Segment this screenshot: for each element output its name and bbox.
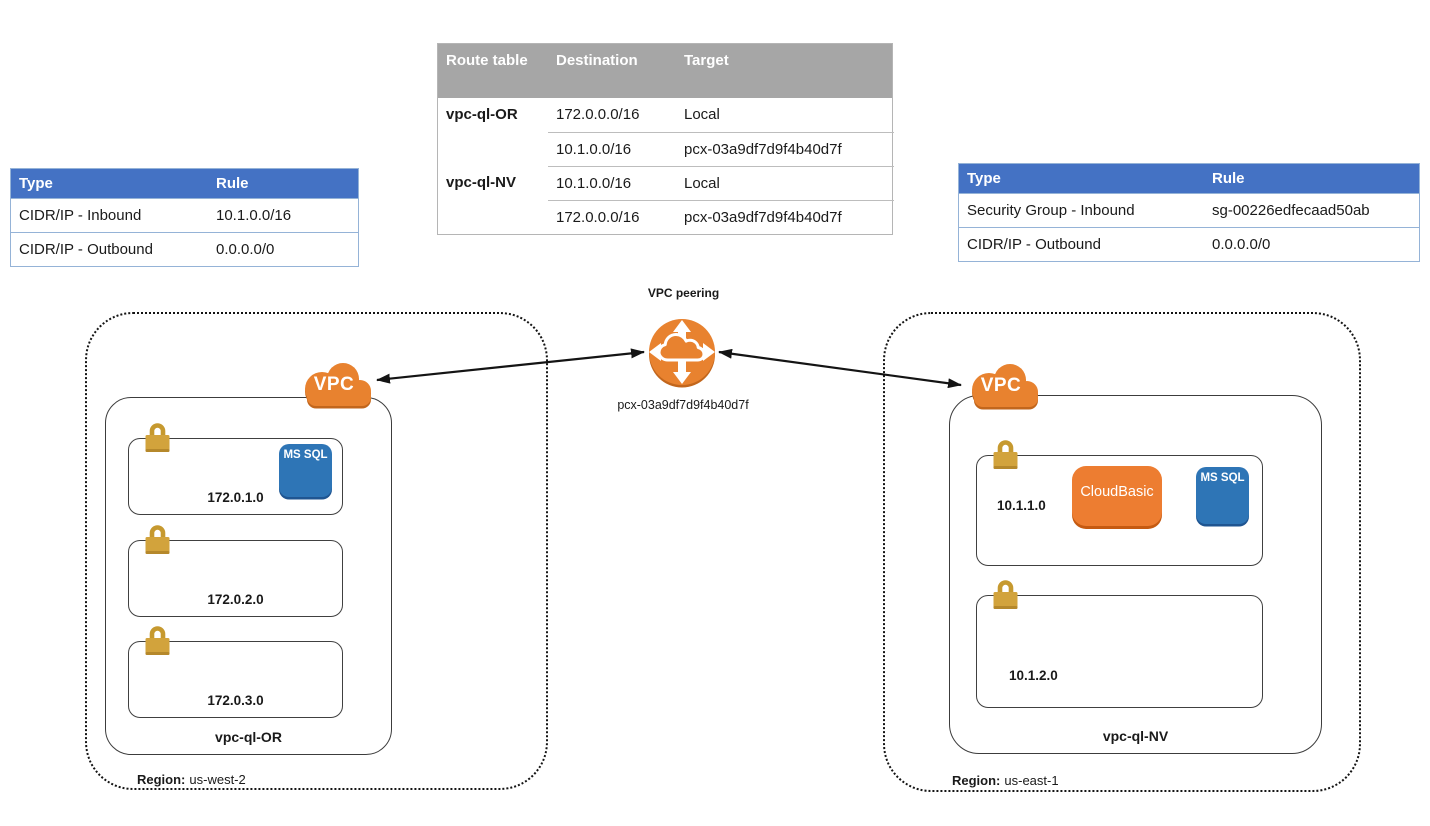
subnet-cidr-label: 172.0.3.0 — [207, 693, 264, 708]
vpc-name-label: vpc-ql-NV — [1102, 728, 1169, 744]
region-label: Region:us-east-1 — [952, 773, 1059, 788]
rule-value: sg-00226edfecaad50ab — [1212, 202, 1370, 219]
vpc-box-nv: 10.1.1.0 CloudBasic MS SQL 10.1.2.0 — [949, 395, 1322, 754]
service-label: MS SQL — [1200, 472, 1245, 484]
vpc-peering-icon — [646, 317, 718, 389]
header-rule: Rule — [216, 175, 249, 192]
mssql-icon: MS SQL — [279, 444, 332, 497]
security-rules-table-left: Type Rule CIDR/IP - Inbound 10.1.0.0/16 … — [10, 168, 359, 267]
vpc-cloud-label: VPC — [313, 374, 355, 395]
region-us-west-2: 172.0.1.0 MS SQL 172.0.2.0 — [85, 312, 548, 790]
route-table-header-route: Route table — [446, 52, 528, 69]
subnet-cidr-label: 10.1.2.0 — [1009, 668, 1058, 683]
route-table-header: Route table Destination Target — [438, 44, 892, 98]
route-table: Route table Destination Target vpc-ql-OR… — [437, 43, 894, 235]
lock-icon — [144, 421, 171, 455]
mssql-icon: MS SQL — [1196, 467, 1249, 524]
route-target: Local — [676, 166, 894, 200]
header-rule: Rule — [1212, 170, 1245, 187]
table-row: CIDR/IP - Outbound 0.0.0.0/0 — [11, 232, 358, 266]
rule-type: CIDR/IP - Outbound — [967, 236, 1101, 253]
header-type: Type — [19, 175, 53, 192]
route-table-header-target: Target — [684, 52, 729, 69]
table-row: CIDR/IP - Inbound 10.1.0.0/16 — [11, 198, 358, 232]
subnet-cidr-label: 172.0.2.0 — [207, 592, 264, 607]
route-destination: 172.0.0.0/16 — [548, 200, 676, 234]
lock-icon — [144, 523, 171, 557]
vpc-peering-title: VPC peering — [647, 286, 720, 300]
subnet-10-1-2-0: 10.1.2.0 — [976, 580, 1263, 708]
subnet-10-1-1-0: 10.1.1.0 CloudBasic MS SQL — [976, 440, 1263, 566]
subnet-cidr-label: 172.0.1.0 — [207, 490, 264, 505]
cloudbasic-icon: CloudBasic — [1072, 466, 1162, 526]
region-label-value: us-east-1 — [1004, 773, 1059, 788]
service-label: CloudBasic — [1080, 484, 1154, 500]
region-label-value: us-west-2 — [189, 772, 246, 787]
vpc-box-or: 172.0.1.0 MS SQL 172.0.2.0 — [105, 397, 392, 755]
subnet-172-0-2-0: 172.0.2.0 — [128, 525, 343, 617]
rule-value: 0.0.0.0/0 — [1212, 236, 1271, 253]
lock-icon — [992, 578, 1019, 612]
table-header: Type Rule — [959, 164, 1419, 193]
region-label: Region:us-west-2 — [137, 772, 246, 787]
lock-icon — [992, 438, 1019, 472]
route-target: Local — [684, 106, 720, 123]
subnet-172-0-3-0: 172.0.3.0 — [128, 626, 343, 718]
route-table-header-destination: Destination — [556, 52, 638, 69]
rule-value: 0.0.0.0/0 — [216, 241, 275, 258]
rule-type: CIDR/IP - Outbound — [19, 241, 153, 258]
route-table-body: vpc-ql-OR 172.0.0.0/16 Local 10.1.0.0/16… — [438, 98, 894, 234]
route-destination: 10.1.0.0/16 — [548, 132, 676, 166]
route-target: pcx-03a9df7d9f4b40d7f — [676, 200, 894, 234]
table-row: CIDR/IP - Outbound 0.0.0.0/0 — [959, 227, 1419, 261]
route-target: pcx-03a9df7d9f4b40d7f — [676, 132, 894, 166]
subnet-cidr-label: 10.1.1.0 — [997, 498, 1046, 513]
route-table-group-name: vpc-ql-NV — [446, 174, 517, 191]
rule-type: CIDR/IP - Inbound — [19, 207, 142, 224]
region-us-east-1: 10.1.1.0 CloudBasic MS SQL 10.1.2.0 — [883, 312, 1361, 792]
route-destination: 172.0.0.0/16 — [556, 106, 640, 123]
rule-value: 10.1.0.0/16 — [216, 207, 292, 224]
route-table-group-name: vpc-ql-OR — [446, 106, 518, 123]
rule-type: Security Group - Inbound — [967, 202, 1135, 219]
table-header: Type Rule — [11, 169, 358, 198]
security-rules-table-right: Type Rule Security Group - Inbound sg-00… — [958, 163, 1420, 262]
vpc-cloud-label: VPC — [980, 375, 1022, 396]
route-destination: 10.1.0.0/16 — [548, 166, 676, 200]
header-type: Type — [967, 170, 1001, 187]
region-label-prefix: Region: — [137, 772, 186, 787]
vpc-peering-id: pcx-03a9df7d9f4b40d7f — [617, 398, 749, 412]
vpc-name-label: vpc-ql-OR — [215, 729, 282, 745]
vpc-cloud-icon: VPC — [298, 358, 378, 412]
service-label: MS SQL — [283, 449, 328, 461]
table-row: Security Group - Inbound sg-00226edfecaa… — [959, 193, 1419, 227]
region-label-prefix: Region: — [952, 773, 1001, 788]
vpc-cloud-icon: VPC — [965, 359, 1045, 413]
lock-icon — [144, 624, 171, 658]
subnet-172-0-1-0: 172.0.1.0 MS SQL — [128, 423, 343, 515]
